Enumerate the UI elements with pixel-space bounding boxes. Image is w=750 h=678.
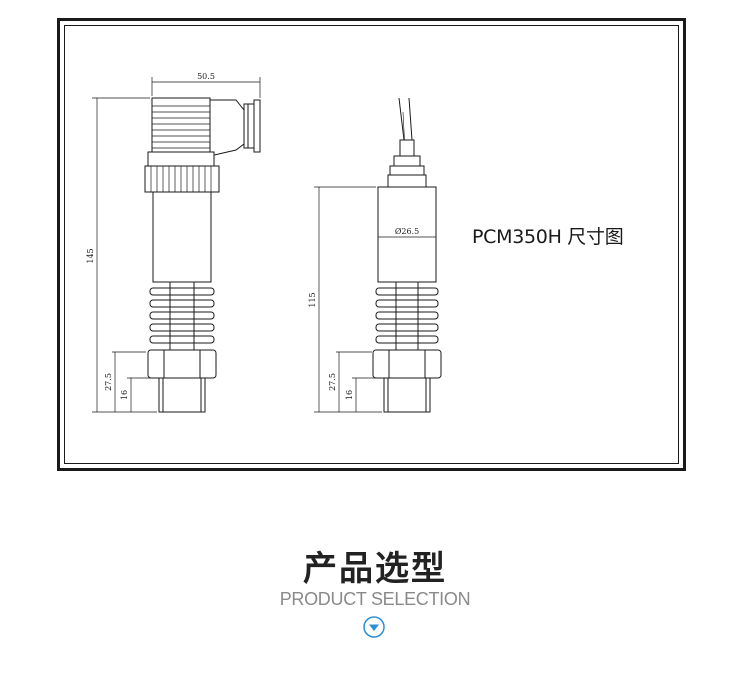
left-sensor-view (92, 77, 261, 413)
right-sensor-view (314, 97, 442, 413)
drawing-title: PCM350H 尺寸图 (472, 226, 624, 248)
left-height-dim-label: 145 (86, 248, 95, 263)
right-thread-len-dim-label: 16 (345, 390, 354, 400)
left-thread-len-dim-label: 16 (120, 390, 129, 400)
chevron-down-circle-icon[interactable] (363, 616, 385, 638)
right-thread-dim-label: 27.5 (328, 373, 337, 391)
right-diameter-dim-label: Ø26.5 (395, 227, 419, 236)
drawing-frame-inner (64, 25, 679, 464)
left-width-dim-label: 50.5 (197, 72, 215, 81)
section-title: 产品选型 (303, 549, 447, 589)
left-thread-dim-label: 27.5 (104, 373, 113, 391)
section-subtitle: PRODUCT SELECTION (279, 589, 471, 609)
right-height-dim-label: 115 (308, 292, 317, 307)
